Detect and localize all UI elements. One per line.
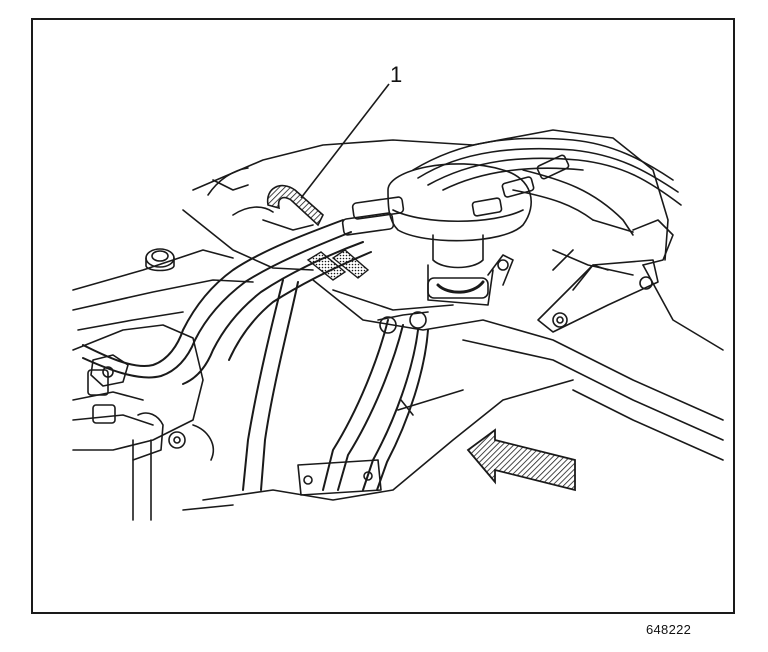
callout-number-1: 1 <box>390 62 403 87</box>
diagram-frame: 1 <box>31 18 735 614</box>
direction-arrow <box>466 428 576 492</box>
accessory-bracket <box>537 249 659 333</box>
callout-leader-line <box>300 83 390 199</box>
crossover-pipes <box>242 279 429 491</box>
oil-filler-cap <box>145 248 175 272</box>
manifold-left <box>72 324 215 521</box>
pipe-clamp <box>297 459 382 496</box>
engine-block-outline <box>72 129 724 441</box>
lower-structure <box>182 379 724 511</box>
figure-id: 648222 <box>646 622 692 637</box>
distributor <box>387 163 532 306</box>
braided-hose <box>266 184 370 281</box>
engine-compartment-illustration <box>72 83 724 521</box>
spark-plug-wires <box>341 137 682 236</box>
hose-fittings <box>377 311 429 334</box>
